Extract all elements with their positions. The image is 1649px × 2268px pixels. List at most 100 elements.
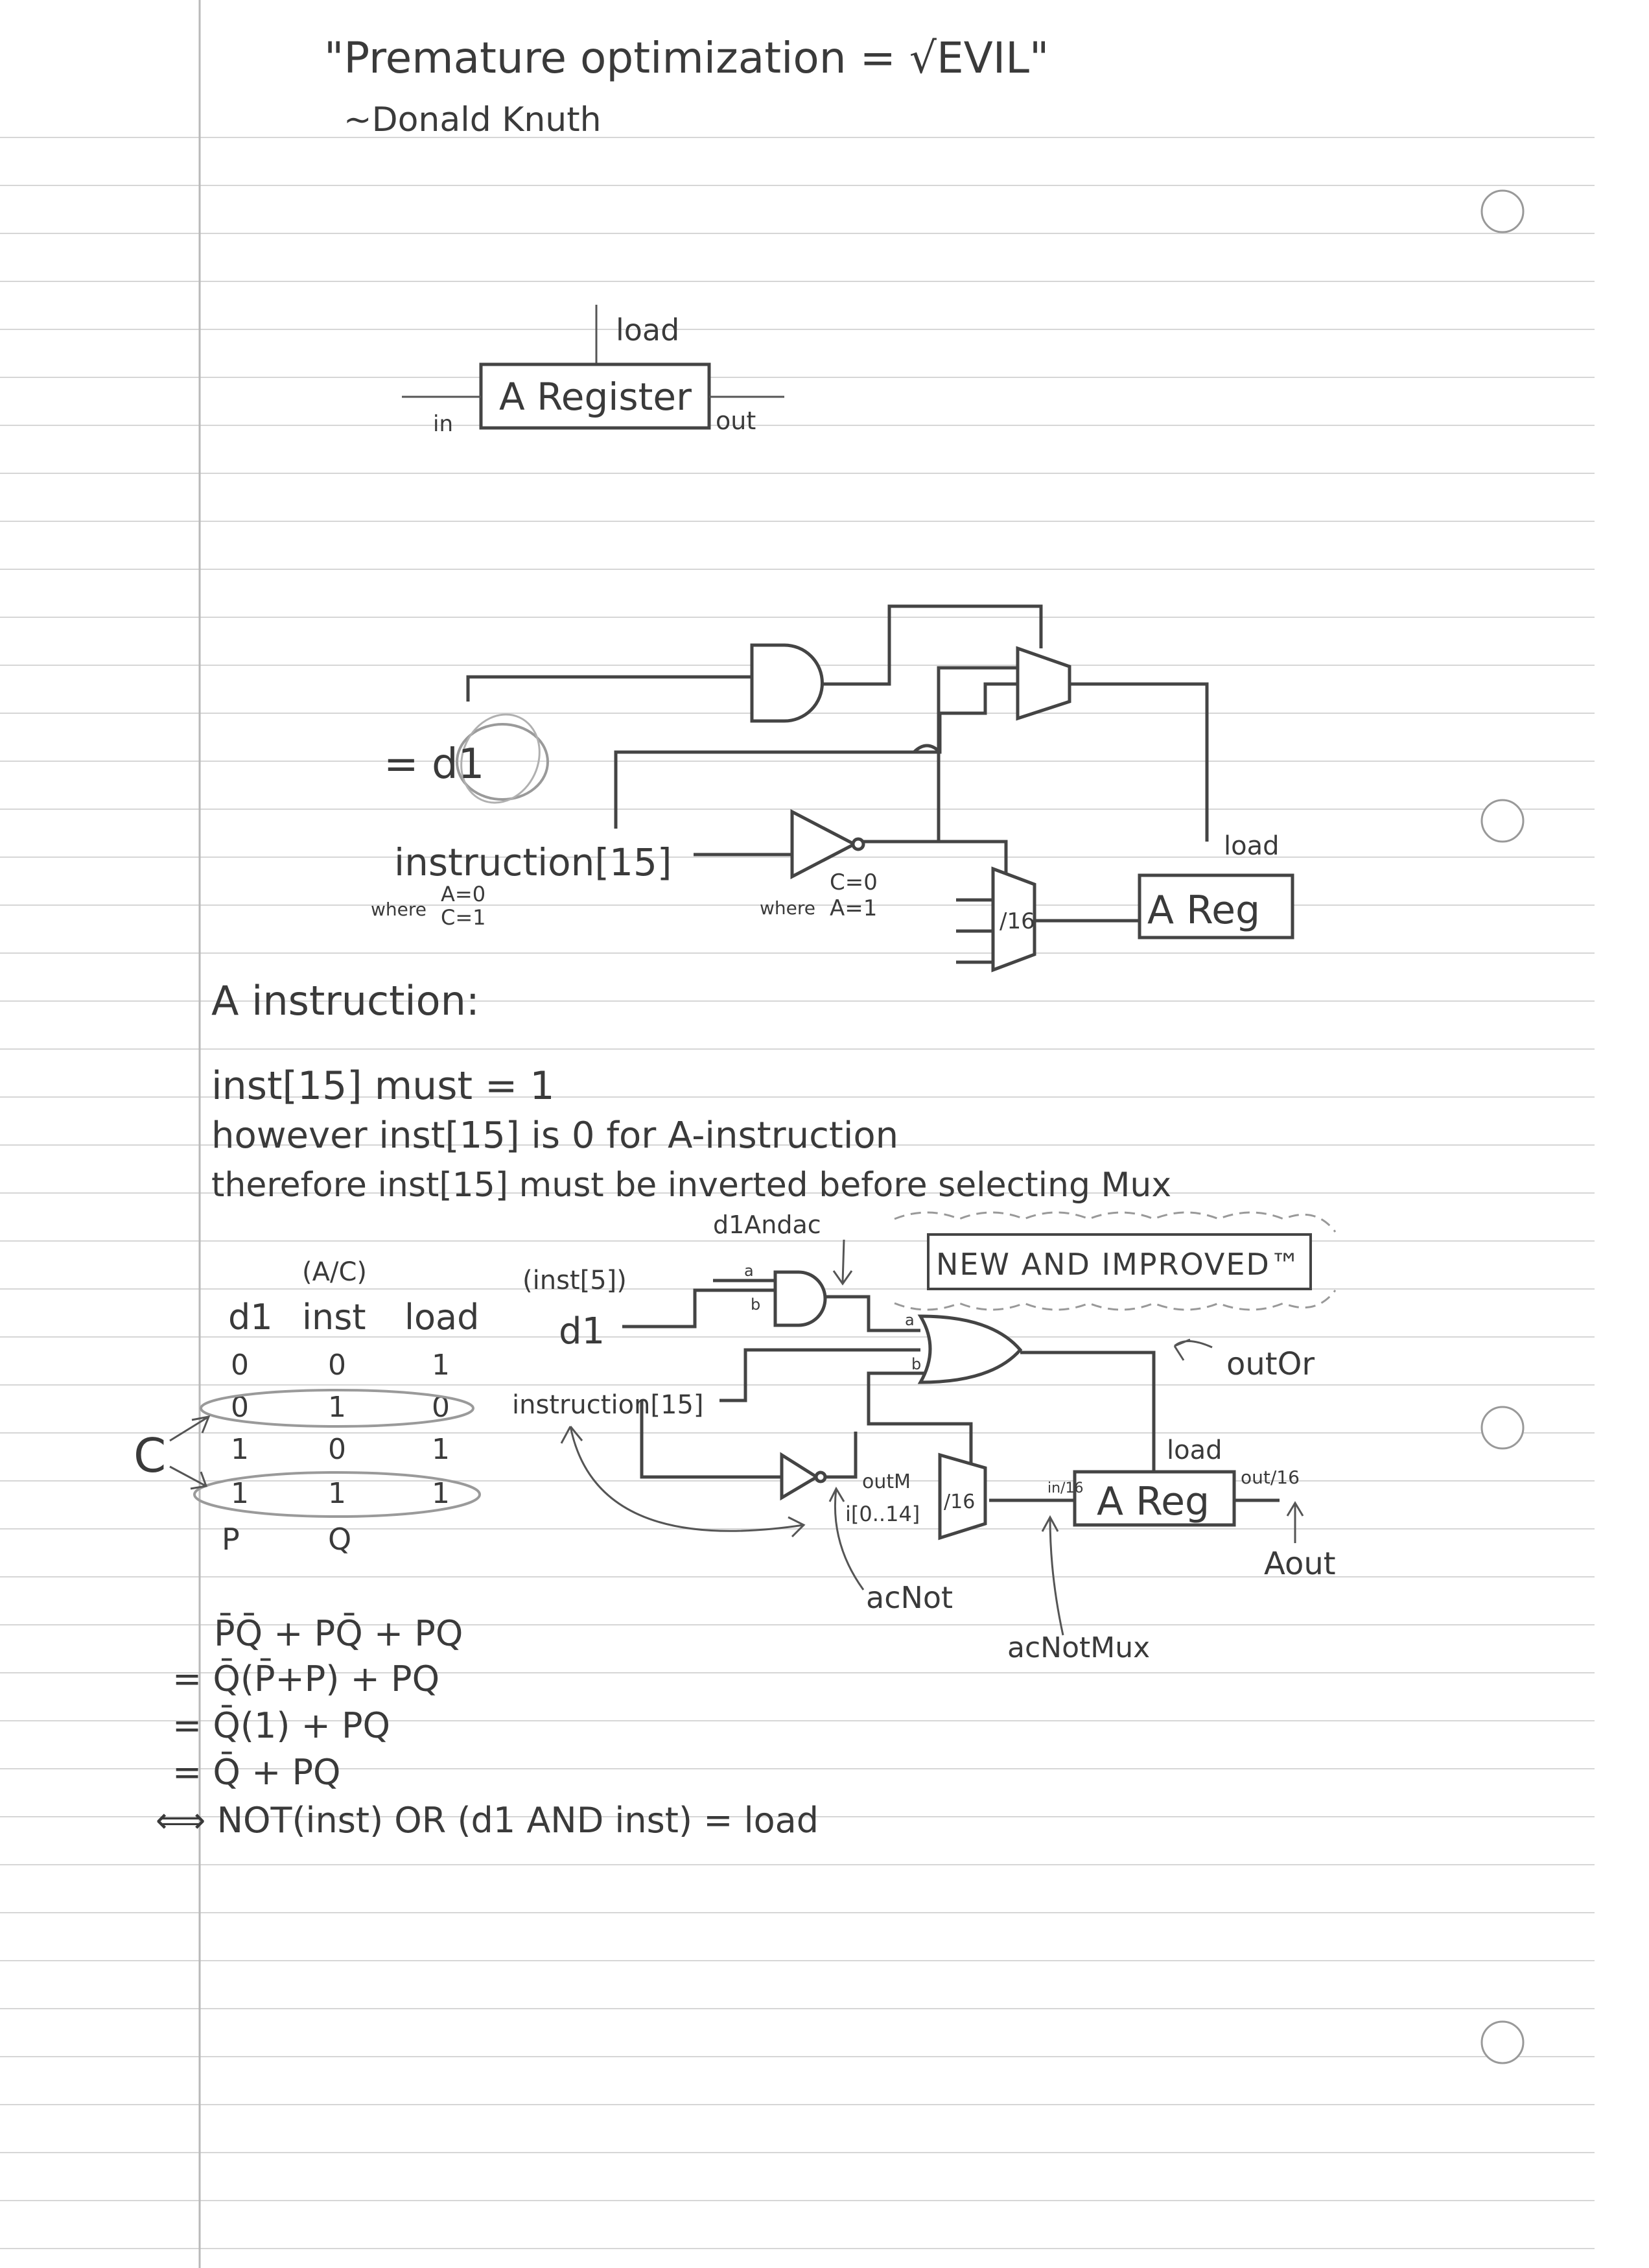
instruction-label: instruction[15] bbox=[394, 840, 672, 884]
badge-scribble bbox=[894, 1290, 1337, 1311]
notes-line-2: however inst[15] is 0 for A-instruction bbox=[211, 1115, 898, 1157]
where-right: where bbox=[760, 897, 815, 919]
circuit-1: /16 A Reg load = d1 instruction[15] wher… bbox=[371, 604, 1294, 973]
truth-table-cell: 1 bbox=[432, 1433, 450, 1466]
ruled-lines bbox=[0, 137, 1595, 2249]
register-out-label: out bbox=[716, 407, 756, 435]
instruction-2-label: instruction[15] bbox=[512, 1390, 704, 1420]
mux-16-2-label: /16 bbox=[944, 1491, 975, 1513]
notes-heading: A instruction: bbox=[211, 977, 480, 1024]
areg-box-2 bbox=[1073, 1470, 1236, 1527]
quote-line: "Premature optimization = √EVIL" bbox=[324, 33, 1049, 83]
register-in-label: in bbox=[433, 411, 453, 437]
outor-arrow bbox=[1173, 1338, 1213, 1361]
truth-table-cell: 0 bbox=[231, 1349, 249, 1382]
instruction-curve-arrow bbox=[560, 1426, 583, 1444]
punch-hole bbox=[1480, 2020, 1525, 2064]
quote: "Premature optimization = √EVIL" ~Donald… bbox=[324, 33, 1049, 139]
truth-table-cell: 0 bbox=[328, 1433, 346, 1466]
derivation-line: = Q̄(P̄+P) + PQ bbox=[172, 1659, 439, 1699]
where-right-c: C=0 bbox=[830, 869, 878, 895]
in16-label: in/16 bbox=[1047, 1480, 1083, 1496]
c-arrow bbox=[169, 1415, 211, 1442]
outor-label: outOr bbox=[1226, 1346, 1315, 1382]
d1andac-arrow bbox=[832, 1239, 853, 1286]
and-gate bbox=[750, 643, 824, 723]
c-arrow bbox=[169, 1465, 208, 1490]
d1-scribble bbox=[456, 723, 549, 801]
truth-table-ac-label: (A/C) bbox=[302, 1257, 367, 1287]
badge-box bbox=[927, 1233, 1312, 1290]
row-highlight-oval bbox=[200, 1389, 474, 1428]
or-pin-b: b bbox=[911, 1355, 921, 1373]
quote-author: ~Donald Knuth bbox=[344, 100, 602, 139]
truth-table-cell: 1 bbox=[432, 1349, 450, 1382]
i-range-label: i[0..14] bbox=[845, 1502, 920, 1526]
acnotmux-label: acNotMux bbox=[1007, 1631, 1150, 1664]
circuit-2: NEW AND IMPROVED™ d1Andac /16 A Reg (ins… bbox=[512, 1211, 1337, 1664]
aout-arrow bbox=[1286, 1501, 1304, 1543]
truth-table-cell: 1 bbox=[328, 1391, 346, 1424]
derivation-line: P̄Q̄ + PQ̄ + PQ bbox=[214, 1613, 463, 1654]
mux-top bbox=[1016, 646, 1071, 721]
punch-hole bbox=[1480, 189, 1525, 233]
aout-label: Aout bbox=[1264, 1546, 1336, 1582]
derivation-line: ⟺ NOT(inst) OR (d1 AND inst) = load bbox=[156, 1800, 819, 1841]
where-left: where bbox=[371, 899, 427, 920]
derivation-line: = Q̄(1) + PQ bbox=[172, 1705, 390, 1746]
derivation: P̄Q̄ + PQ̄ + PQ = Q̄(P̄+P) + PQ = Q̄(1) … bbox=[156, 1613, 819, 1841]
truth-table-footer: Q bbox=[328, 1522, 351, 1557]
and-gate-2 bbox=[773, 1270, 827, 1327]
d1andac-label: d1Andac bbox=[713, 1211, 821, 1239]
outm-label: outM bbox=[862, 1471, 911, 1493]
truth-table-footer: P bbox=[222, 1522, 240, 1557]
acnotmux-arrow bbox=[1041, 1515, 1064, 1636]
mux-16-label: /16 bbox=[1000, 908, 1035, 934]
truth-table-header: load bbox=[404, 1297, 479, 1338]
badge-text: NEW AND IMPROVED™ bbox=[936, 1247, 1302, 1282]
truth-table-cell: 1 bbox=[231, 1477, 249, 1510]
truth-table-cell: 1 bbox=[432, 1477, 450, 1510]
c-marker: C bbox=[134, 1428, 166, 1483]
mux-16 bbox=[991, 866, 1036, 973]
not-gate bbox=[790, 809, 858, 880]
row-highlight-oval bbox=[193, 1471, 481, 1518]
truth-table-header: inst bbox=[302, 1297, 366, 1338]
not-bubble bbox=[851, 837, 865, 851]
where-left-c: C=1 bbox=[441, 905, 486, 930]
truth-table-cell: 1 bbox=[231, 1433, 249, 1466]
out16-label: out/16 bbox=[1241, 1467, 1300, 1488]
not-gate-2 bbox=[780, 1452, 820, 1501]
d1-scribble bbox=[460, 713, 541, 804]
load-2-label: load bbox=[1167, 1435, 1222, 1465]
areg-label: A Reg bbox=[1147, 888, 1260, 933]
truth-table-cell: 0 bbox=[328, 1349, 346, 1382]
areg-box bbox=[1138, 873, 1294, 939]
where-left-a: A=0 bbox=[441, 882, 485, 906]
truth-table-header: d1 bbox=[228, 1297, 273, 1338]
areg-load-label: load bbox=[1224, 831, 1280, 861]
truth-table: (A/C) d1 inst load 0 0 1 0 1 0 1 0 1 1 1… bbox=[134, 1257, 481, 1557]
pin-a: a bbox=[744, 1262, 754, 1280]
or-gate bbox=[917, 1314, 1023, 1384]
register-diagram: load A Register in out bbox=[402, 305, 784, 437]
instruction-curve-arrow bbox=[569, 1426, 806, 1538]
pin-b: b bbox=[751, 1295, 760, 1314]
truth-table-cell: 1 bbox=[328, 1477, 346, 1510]
where-right-a: A=1 bbox=[830, 895, 877, 921]
d1-2-label: d1 bbox=[559, 1310, 605, 1353]
register-load-label: load bbox=[616, 313, 679, 348]
punch-hole bbox=[1480, 799, 1525, 843]
badge-scribble bbox=[894, 1211, 1337, 1233]
notes: A instruction: inst[15] must = 1 however… bbox=[211, 977, 1171, 1205]
acnot-arrow bbox=[828, 1486, 865, 1590]
notes-line-3: therefore inst[15] must be inverted befo… bbox=[211, 1166, 1171, 1205]
not-bubble-2 bbox=[814, 1471, 827, 1483]
derivation-line: = Q̄ + PQ bbox=[172, 1752, 341, 1793]
punch-hole bbox=[1480, 1406, 1525, 1450]
notes-line-1: inst[15] must = 1 bbox=[211, 1063, 555, 1109]
mux-16-2 bbox=[938, 1452, 987, 1541]
register-label: A Register bbox=[499, 375, 692, 419]
inst5-label: (inst[5]) bbox=[522, 1266, 627, 1295]
